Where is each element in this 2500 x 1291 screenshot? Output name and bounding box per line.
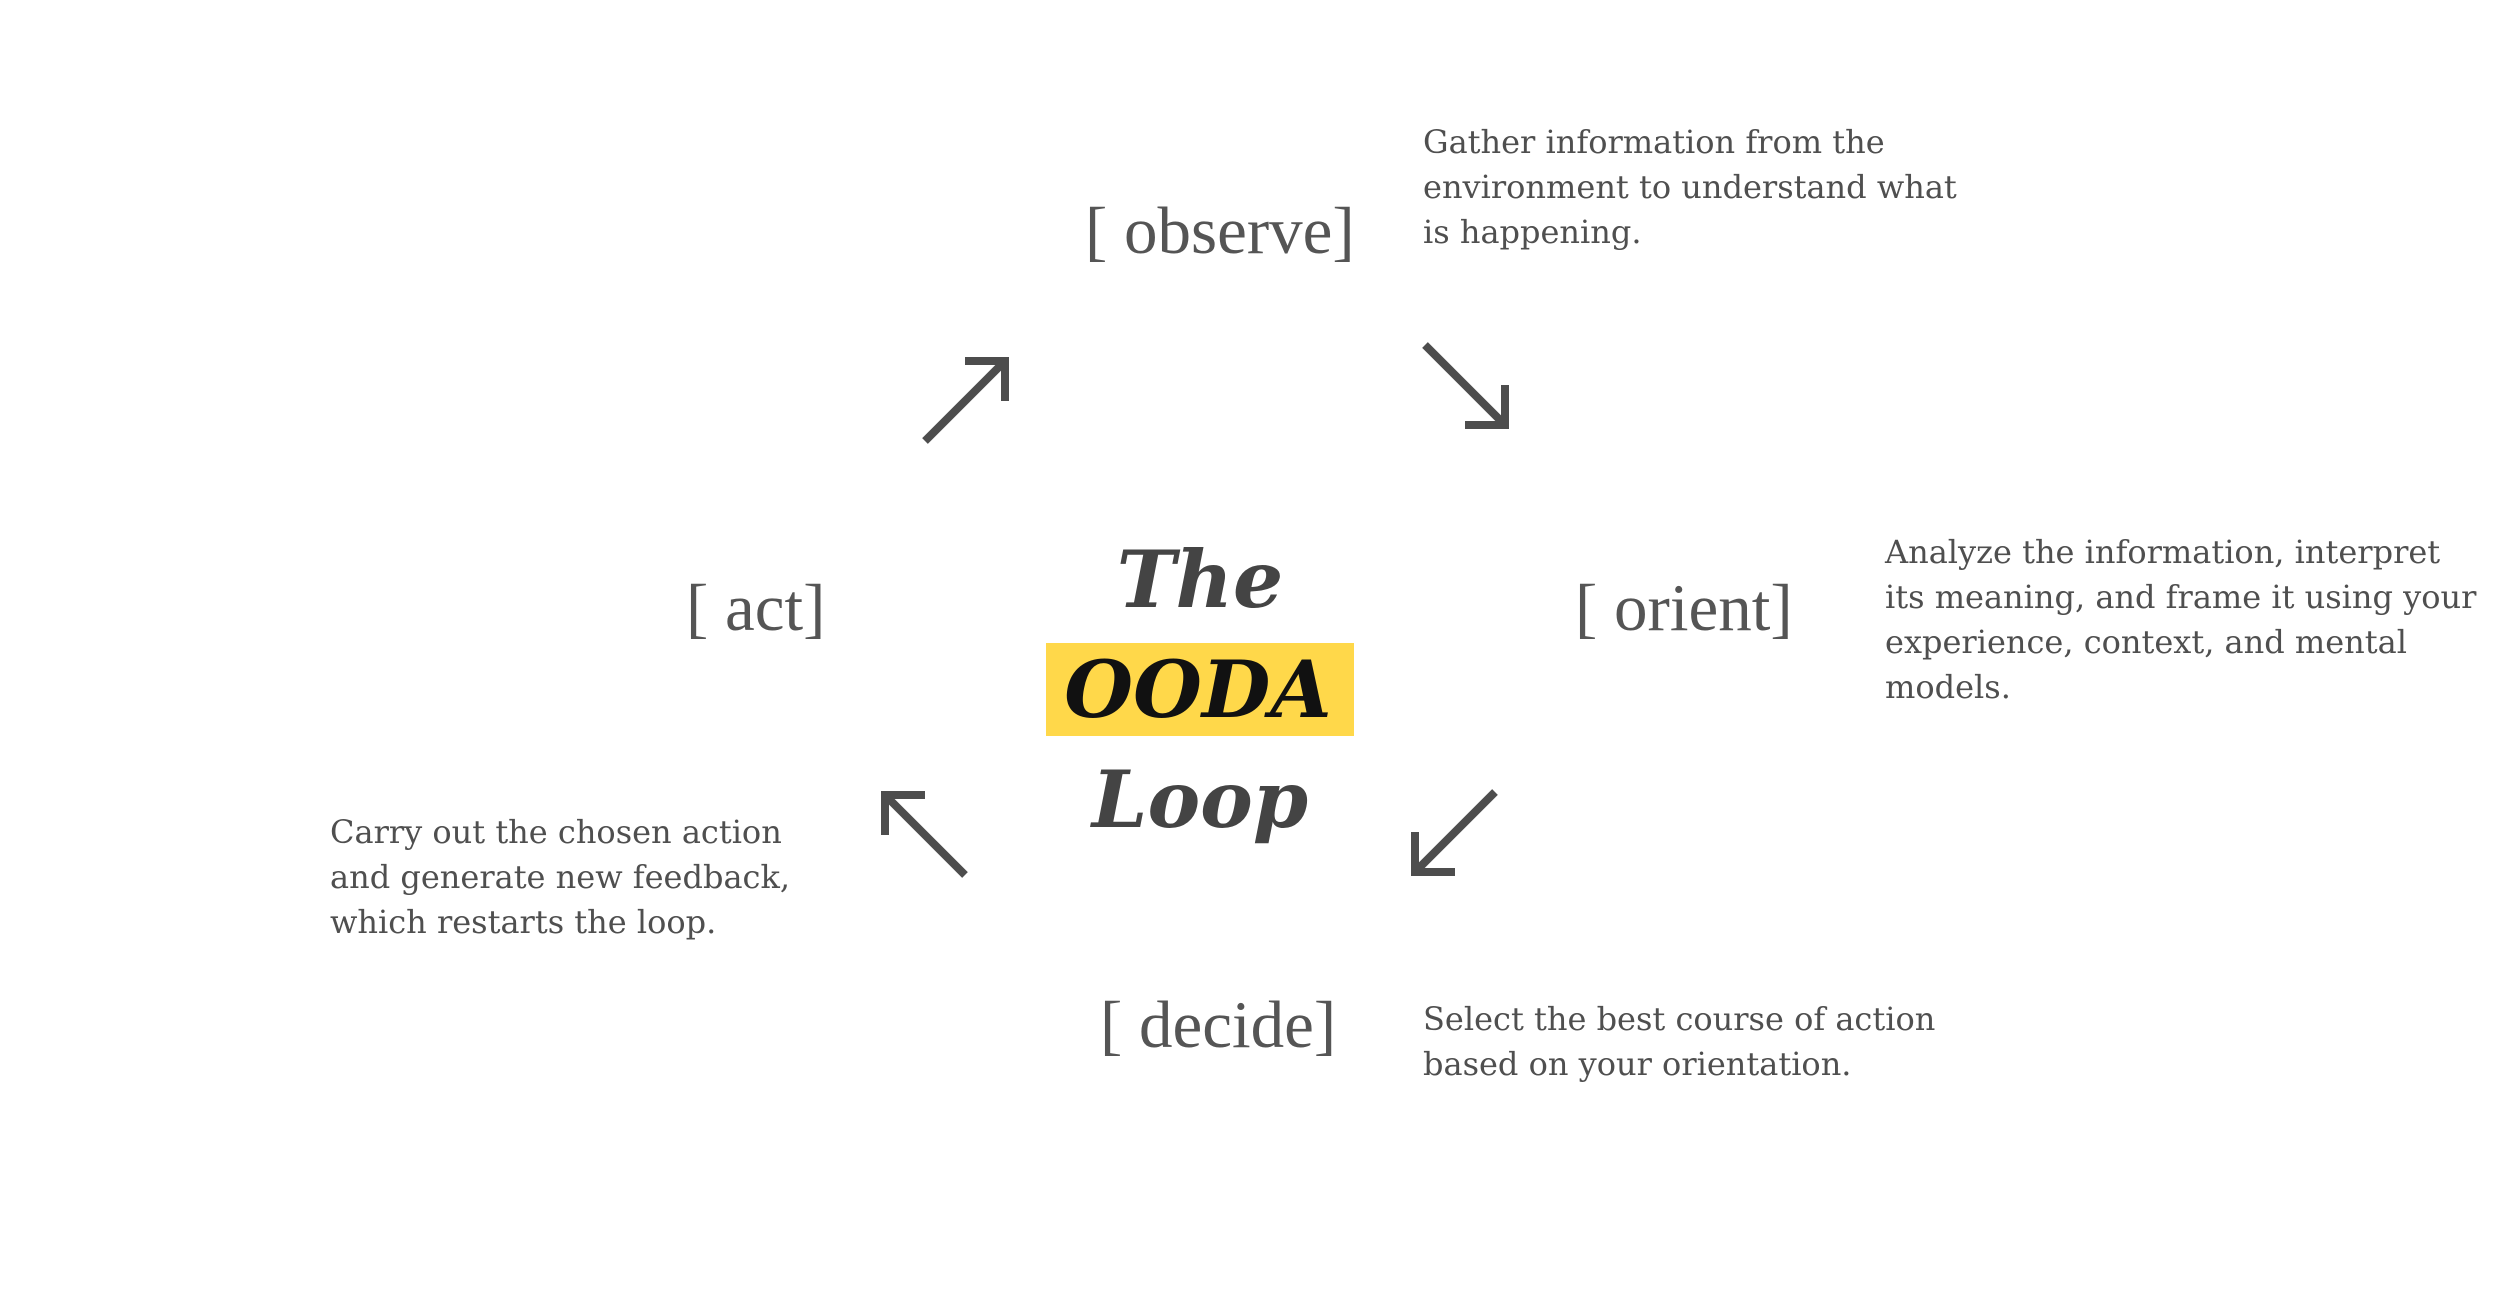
arrow-up-left-icon — [881, 791, 968, 878]
step-act-label: [ act] — [686, 571, 826, 645]
arrow-up-right-icon — [922, 357, 1009, 444]
step-orient-label: [ orient] — [1575, 571, 1793, 645]
title-word-loop: Loop — [1091, 753, 1309, 846]
step-decide-description: Select the best course of action based o… — [1423, 1000, 1936, 1083]
step-observe-label: [ observe] — [1085, 194, 1355, 268]
diagram-title: The OODA Loop — [960, 525, 1440, 855]
step-orient-description: Analyze the information, interpret its m… — [1885, 533, 2477, 706]
title-word-the: The — [1116, 533, 1284, 626]
title-highlight-ooda: OODA — [1046, 643, 1354, 736]
arrow-down-left-icon — [1411, 789, 1498, 876]
step-act-description: Carry out the chosen action and generate… — [330, 813, 791, 941]
step-decide-label: [ decide] — [1100, 988, 1337, 1062]
arrow-down-right-icon — [1422, 342, 1509, 429]
step-observe-description: Gather information from the environment … — [1423, 123, 1957, 251]
